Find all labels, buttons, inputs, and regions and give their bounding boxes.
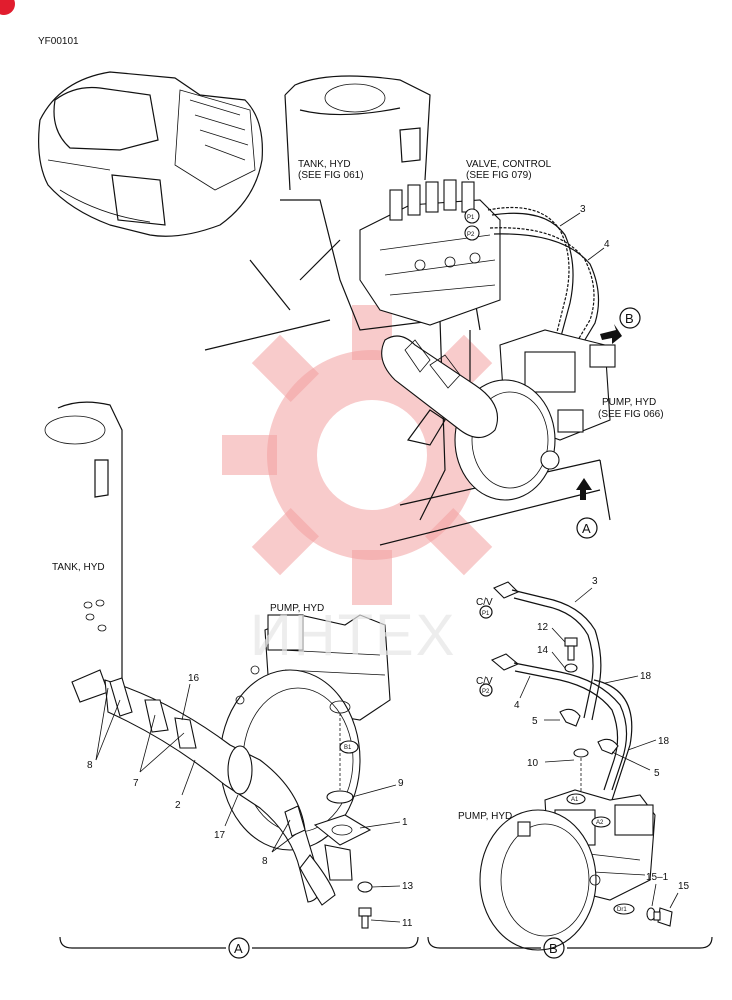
pump-label-top-1: PUMP, HYD: [602, 397, 656, 408]
hydraulic-pump-detail-a: [219, 614, 391, 851]
flange-1: [313, 814, 372, 846]
suction-hose-assembly: [71, 669, 336, 906]
callout-11: 11: [402, 918, 413, 929]
callout-18-right: 18: [658, 736, 670, 747]
detail-b: C/V P1 3 C/V P2 4 12 14 5 5: [427, 576, 713, 959]
port-a1: A1: [571, 797, 579, 803]
view-label-b-top: B: [625, 311, 634, 326]
callout-7: 7: [133, 778, 139, 789]
hose-3-detail: [493, 581, 602, 721]
control-valve: [359, 179, 501, 326]
cv-label-1: C/V: [476, 597, 493, 608]
o-ring-9: [326, 790, 354, 804]
port-p1-top: P1: [467, 215, 475, 221]
tank-label-top-2: (SEE FIG 061): [298, 170, 364, 181]
cv-label-2: C/V: [476, 676, 493, 687]
callout-17: 17: [214, 830, 226, 841]
hydraulic-tank-detail: [57, 401, 123, 680]
callout-16: 16: [188, 673, 200, 684]
callout-4-detail: 4: [514, 700, 520, 711]
cv-port-2: P2: [482, 689, 490, 695]
port-p2-top: P2: [467, 232, 475, 238]
tank-label-top-1: TANK, HYD: [298, 159, 351, 170]
pump-label-detail-b: PUMP, HYD: [458, 811, 512, 822]
detail-a: TANK, HYD PUMP, HYD B1: [44, 401, 419, 959]
machine-thumbnail: [38, 71, 263, 237]
callout-15-1: 15–1: [646, 872, 669, 883]
hose-4-top: [489, 227, 595, 346]
o-ring-10: [573, 748, 589, 758]
washer-13: [357, 881, 373, 893]
hydraulic-pump-top: [454, 329, 616, 501]
hose-4-detail: [490, 653, 628, 791]
view-a-bracket: [59, 936, 419, 949]
bolt-12: [564, 637, 578, 661]
callout-15: 15: [678, 881, 690, 892]
callout-1: 1: [402, 817, 408, 828]
port-b1: B1: [344, 745, 352, 751]
clamp-5-right: [597, 738, 619, 755]
hydraulic-tank-top: [284, 75, 431, 191]
callout-4-top: 4: [604, 239, 610, 250]
pump-label-detail-a: PUMP, HYD: [270, 603, 324, 614]
callout-5-left: 5: [532, 716, 538, 727]
callout-3-top: 3: [580, 204, 586, 215]
callout-14: 14: [537, 645, 549, 656]
hose-3-top: [487, 207, 570, 341]
bolt-11: [358, 907, 372, 929]
washer-14: [564, 663, 578, 673]
drawing-id: YF00101: [38, 36, 79, 47]
top-view: TANK, HYD (SEE FIG 061) VALVE, CONTROL (…: [38, 71, 664, 546]
callout-9: 9: [398, 778, 404, 789]
watermark-text: ИНТЕХ: [250, 603, 456, 668]
callout-10: 10: [527, 758, 539, 769]
callout-5-right: 5: [654, 768, 660, 779]
valve-label-1: VALVE, CONTROL: [466, 159, 552, 170]
view-arrow-a: [576, 478, 592, 500]
callout-8-bottom: 8: [262, 856, 268, 867]
view-label-a-top: A: [582, 521, 591, 536]
port-a2: A2: [596, 820, 604, 826]
view-label-b: B: [549, 941, 558, 956]
hose-18: [593, 679, 633, 801]
callout-12: 12: [537, 622, 549, 633]
clamp-5-left: [559, 708, 581, 727]
callout-3-detail: 3: [592, 576, 598, 587]
suction-pipe-top: [381, 335, 499, 439]
valve-label-2: (SEE FIG 079): [466, 170, 532, 181]
port-dr1: Dr1: [617, 907, 627, 913]
cv-port-1: P1: [482, 611, 490, 617]
callout-8-top: 8: [87, 760, 93, 771]
tank-label-detail: TANK, HYD: [52, 562, 105, 573]
plug-15: [653, 907, 673, 927]
callout-13: 13: [402, 881, 414, 892]
corner-marker: [0, 0, 15, 15]
view-b-bracket: [427, 936, 713, 949]
callout-18-top: 18: [640, 671, 652, 682]
callout-2: 2: [175, 800, 181, 811]
view-arrow-b: [600, 324, 622, 344]
hydraulic-pump-detail-b: [479, 789, 656, 951]
view-label-a: A: [234, 941, 243, 956]
pump-label-top-2: (SEE FIG 066): [598, 409, 664, 420]
